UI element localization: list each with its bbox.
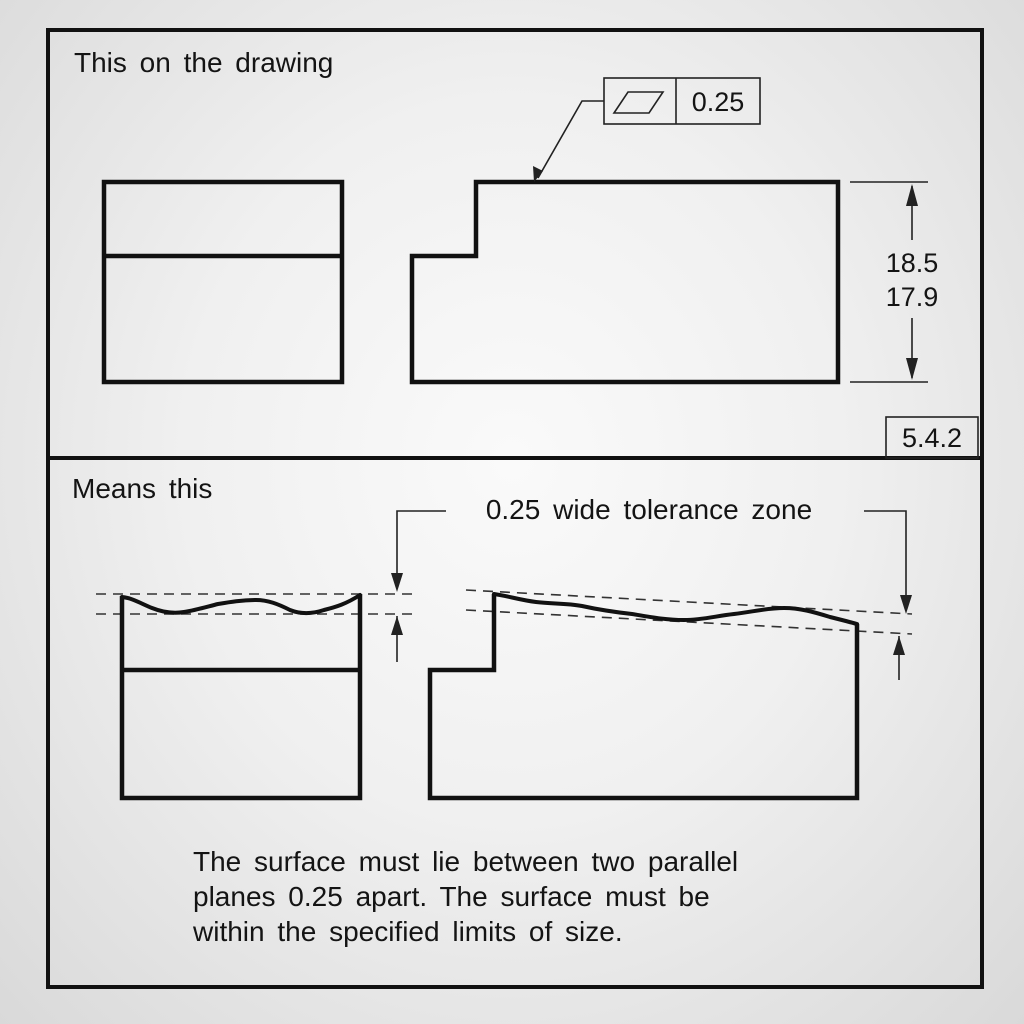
zone-label-leaders <box>391 510 912 614</box>
right-rough-surface <box>492 592 859 626</box>
caption-line-1: The surface must lie between two paralle… <box>193 846 738 877</box>
bottom-panel-heading: Means this <box>72 473 212 504</box>
left-rough-surface <box>120 593 362 615</box>
reference-label: 5.4.2 <box>885 416 979 459</box>
size-dimension: 18.5 17.9 <box>850 181 939 383</box>
dimension-lower-limit: 17.9 <box>886 282 939 312</box>
outer-frame <box>46 28 984 989</box>
caption-line-3: within the specified limits of size. <box>192 916 623 947</box>
top-front-view <box>101 179 345 385</box>
fcf-tolerance-value: 0.25 <box>692 87 745 117</box>
feature-control-frame: 0.25 <box>603 77 761 125</box>
caption-line-2: planes 0.25 apart. The surface must be <box>193 881 710 912</box>
dimension-arrow-up-icon <box>906 184 918 206</box>
flatness-parallelogram-icon <box>612 91 665 114</box>
tolerance-zone-label: 0.25 wide tolerance zone <box>486 494 812 525</box>
caption: The surface must lie between two paralle… <box>192 846 738 947</box>
bottom-panel: Means this 0.25 wide tolerance zone <box>72 473 913 947</box>
top-panel: This on the drawing 0.25 18 <box>74 47 979 459</box>
right-tolerance-zone <box>465 589 913 680</box>
reference-label-text: 5.4.2 <box>902 423 962 453</box>
bottom-side-view <box>427 592 860 801</box>
bottom-front-view <box>119 593 363 801</box>
top-side-view <box>409 179 841 385</box>
dimension-arrow-down-icon <box>906 358 918 380</box>
dimension-upper-limit: 18.5 <box>886 248 939 278</box>
top-panel-heading: This on the drawing <box>74 47 333 78</box>
leader-line <box>533 100 604 182</box>
